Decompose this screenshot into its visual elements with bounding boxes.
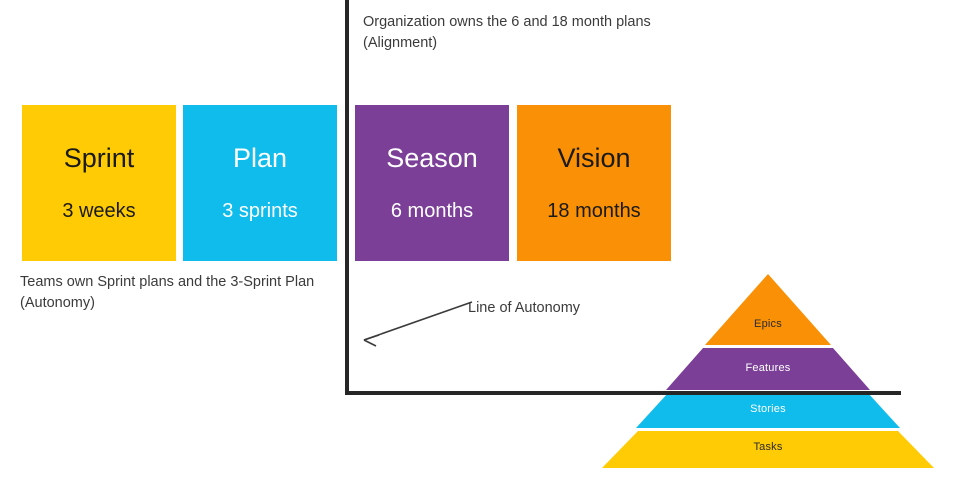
pyramid-label-tasks: Tasks <box>753 441 783 453</box>
pyramid-label-epics: Epics <box>754 318 782 330</box>
work-item-pyramid: Epics Features Stories Tasks <box>598 272 938 472</box>
pyramid-layer-tasks[interactable] <box>602 431 934 468</box>
pyramid-label-features: Features <box>745 362 791 374</box>
pyramid-layer-epics[interactable] <box>705 274 831 345</box>
card-season-title: Season <box>386 143 478 174</box>
pyramid-layer-stories[interactable] <box>636 393 900 428</box>
vertical-divider-line <box>345 0 349 395</box>
card-vision[interactable]: Vision 18 months <box>517 105 671 261</box>
note-autonomy: Teams own Sprint plans and the 3-Sprint … <box>20 274 315 312</box>
card-plan[interactable]: Plan 3 sprints <box>183 105 337 261</box>
card-plan-title: Plan <box>232 143 288 174</box>
card-vision-subtitle: 18 months <box>547 199 641 222</box>
horizontal-baseline-overlay <box>345 391 901 395</box>
line-of-autonomy-label: Line of Autonomy <box>468 300 581 316</box>
line-of-autonomy-arrow-icon <box>363 301 473 347</box>
card-season[interactable]: Season 6 months <box>355 105 509 261</box>
card-sprint[interactable]: Sprint 3 weeks <box>22 105 176 261</box>
card-plan-subtitle: 3 sprints <box>222 199 298 222</box>
card-sprint-subtitle: 3 weeks <box>62 199 136 222</box>
card-season-subtitle: 6 months <box>390 199 474 222</box>
card-vision-title: Vision <box>557 143 631 174</box>
note-alignment: Organization owns the 6 and 18 month pla… <box>363 14 651 52</box>
card-sprint-title: Sprint <box>63 143 135 174</box>
pyramid-shape <box>602 274 934 468</box>
pyramid-layer-features[interactable] <box>666 348 870 390</box>
pyramid-label-stories: Stories <box>750 403 786 415</box>
